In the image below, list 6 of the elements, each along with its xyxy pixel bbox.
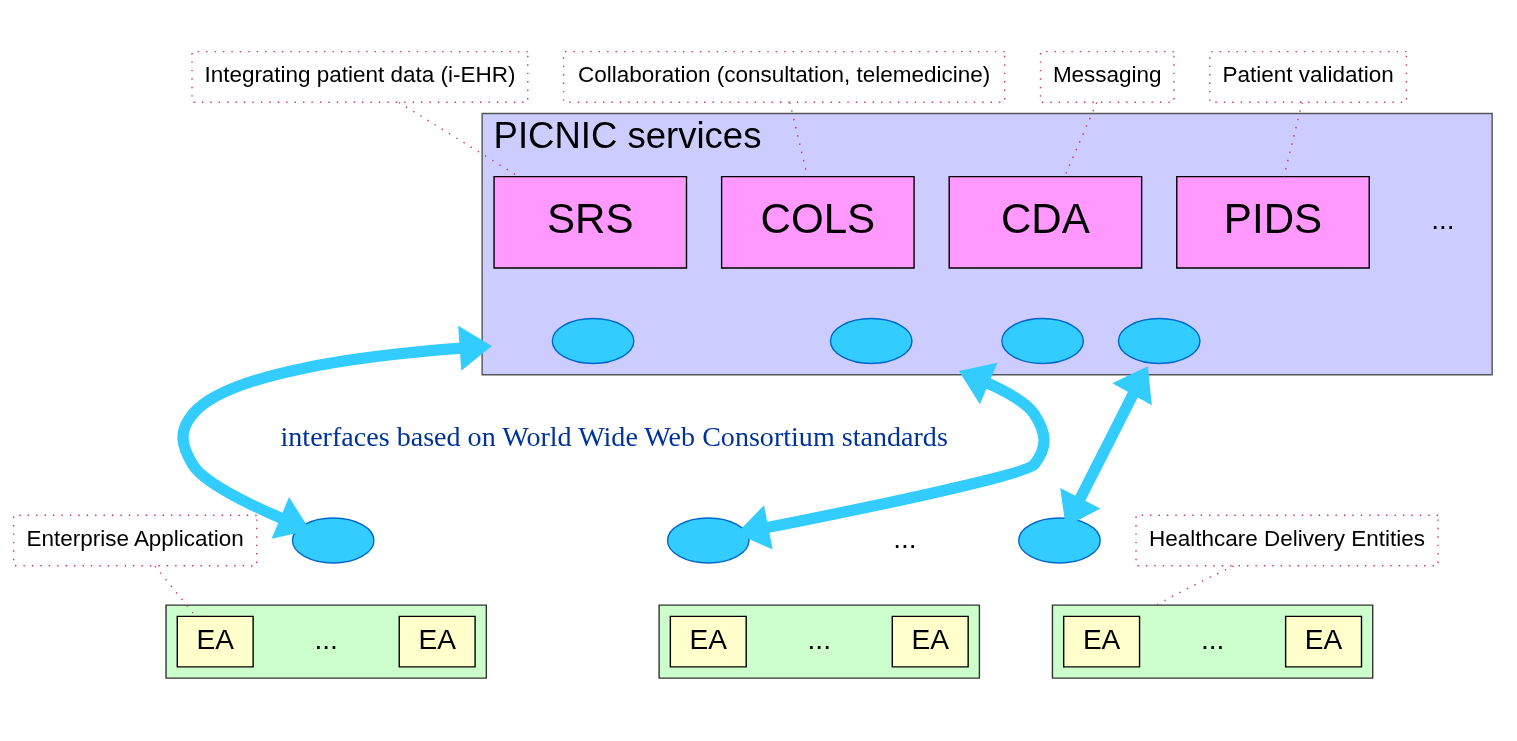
label: ... xyxy=(807,623,831,655)
label: interfaces based on World Wide Web Consortium standards xyxy=(280,421,948,453)
label: ... xyxy=(1200,623,1225,655)
label: ... xyxy=(314,623,338,655)
label: ... xyxy=(893,522,917,554)
label: ... xyxy=(1431,204,1455,236)
